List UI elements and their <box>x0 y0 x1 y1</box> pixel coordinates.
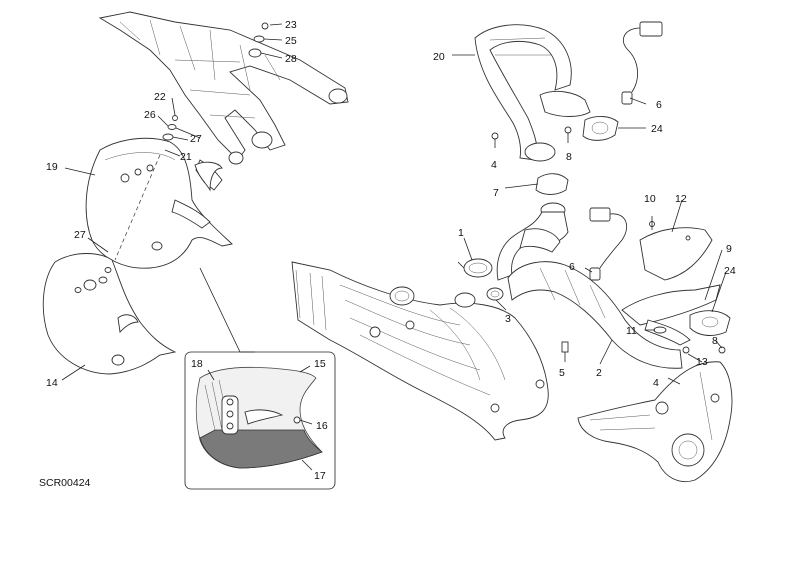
callout-6-mid: 6 <box>569 261 575 273</box>
gasket-24-right <box>689 310 731 336</box>
callout-7: 7 <box>493 187 499 199</box>
clamp-1 <box>457 258 493 278</box>
diagram-code: SCR00424 <box>39 477 91 489</box>
callout-13: 13 <box>696 356 708 368</box>
callout-11: 11 <box>626 325 637 337</box>
callout-6-top: 6 <box>656 99 662 111</box>
callout-14: 14 <box>46 377 58 389</box>
callout-12: 12 <box>675 193 687 205</box>
heat-shield-lower <box>42 253 177 375</box>
callout-17: 17 <box>314 470 326 482</box>
mounting-bracket <box>577 361 733 482</box>
frame-assembly <box>98 11 349 191</box>
callout-25: 25 <box>285 35 297 47</box>
callouts: 19 14 27 22 26 27 21 23 25 28 18 15 16 1… <box>46 19 736 482</box>
leader-lines <box>61 54 727 385</box>
detail-inset <box>184 267 336 490</box>
heat-guard-9 <box>621 284 721 346</box>
lambda-sensor-lower <box>589 207 627 281</box>
bolt-5 <box>561 341 569 362</box>
callout-28: 28 <box>285 53 297 65</box>
callout-5: 5 <box>559 367 565 379</box>
callout-9: 9 <box>726 243 732 255</box>
callout-23: 23 <box>285 19 297 31</box>
callout-27-left: 27 <box>74 229 86 241</box>
callout-18: 18 <box>191 358 203 370</box>
callout-27-top: 27 <box>190 133 202 145</box>
mid-pipe <box>496 202 683 369</box>
heat-shield-upper <box>85 137 233 269</box>
gasket-3 <box>486 287 504 301</box>
silencer <box>291 261 549 441</box>
callout-2: 2 <box>596 367 602 379</box>
callout-20: 20 <box>433 51 445 63</box>
alignment-line-shields <box>114 154 161 261</box>
callout-8-right: 8 <box>712 335 718 347</box>
exhaust-header-pipe <box>474 24 619 162</box>
clamp-7 <box>535 173 569 195</box>
heat-guard-12 <box>639 227 713 281</box>
lambda-sensor-upper <box>621 21 663 105</box>
callout-4-right: 4 <box>653 377 659 389</box>
callout-10: 10 <box>644 193 656 205</box>
callout-26: 26 <box>144 109 156 121</box>
callout-24-right: 24 <box>724 265 736 277</box>
callout-21: 21 <box>180 151 192 163</box>
callout-8-top: 8 <box>566 151 572 163</box>
callout-4-top: 4 <box>491 159 497 171</box>
callout-22: 22 <box>154 91 166 103</box>
callout-16: 16 <box>316 420 328 432</box>
callout-24-top: 24 <box>651 123 663 135</box>
callout-1: 1 <box>458 227 464 239</box>
callout-3: 3 <box>505 313 511 325</box>
callout-19: 19 <box>46 161 58 173</box>
callout-15: 15 <box>314 358 326 370</box>
